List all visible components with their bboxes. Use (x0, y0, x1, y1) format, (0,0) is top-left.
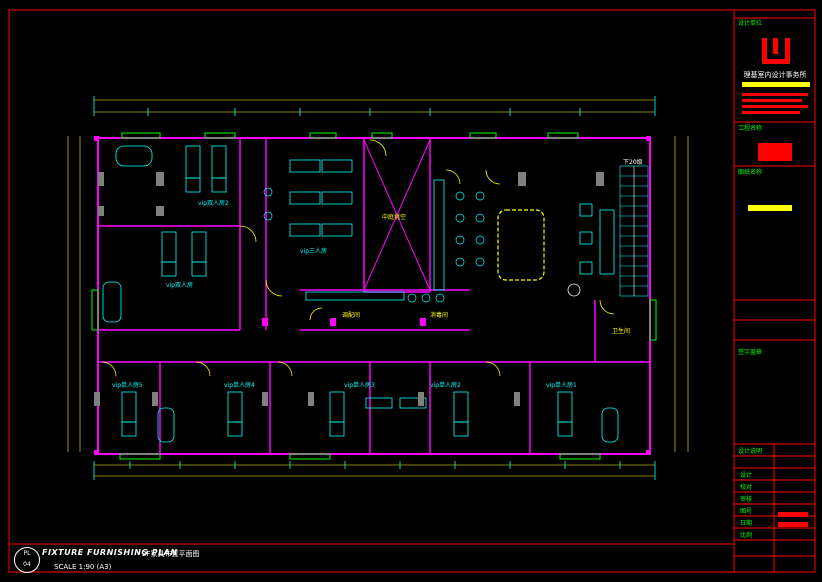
row-label-scale: 比例 (740, 532, 753, 539)
row-label-check: 校对 (740, 484, 753, 491)
row-label-drawing-no: 图号 (740, 508, 753, 515)
room-label-store-1: 调配间 (342, 312, 361, 319)
dimension-lines (67, 99, 689, 477)
windows (91, 132, 657, 460)
wall-columns (94, 136, 651, 455)
drawing-name-block (748, 205, 792, 211)
section-design-label: 设计单位 (738, 20, 763, 27)
room-label-vip-double-2: vip双人房2 (198, 200, 229, 207)
room-label-single-5: vip单人房5 (112, 382, 143, 389)
room-label-single-2: vip单人房2 (430, 382, 461, 389)
firm-info-bar (742, 82, 810, 87)
drawing-no-block (778, 512, 808, 517)
furniture (102, 145, 619, 443)
atrium-void (363, 139, 431, 291)
drawing-title-en: FIXTURE FURNISHING PLAN (42, 548, 178, 557)
stair (619, 165, 649, 297)
room-label-vip-triple: vip三人房 (300, 248, 328, 255)
scale-block (778, 522, 808, 527)
cabinets (94, 172, 604, 406)
sheet-number-badge: PL 04 (14, 547, 40, 573)
row-label-design: 设计 (740, 472, 753, 479)
room-label-store-2: 消毒间 (430, 312, 449, 319)
section-sign-label: 签字盖章 (738, 349, 763, 356)
room-label-toilet: 卫生间 (612, 328, 631, 335)
project-name-block (758, 143, 792, 161)
reception-chair (567, 283, 581, 297)
drawing-scale: SCALE 1:90 (A3) (54, 563, 112, 571)
title-block-grid (734, 17, 815, 572)
row-label-review: 审核 (740, 496, 753, 503)
exterior-walls (97, 137, 651, 455)
room-label-vip-double: vip双人房 (166, 282, 194, 289)
drawing-title-cn: 2F家具布置平面图 (142, 550, 200, 558)
section-project-label: 工程名称 (738, 125, 763, 132)
firm-info-line-1 (742, 93, 808, 96)
firm-info-line-4 (742, 111, 800, 114)
firm-info-line-3 (742, 105, 808, 108)
room-label-single-4: vip单人房4 (224, 382, 255, 389)
firm-info-line-2 (742, 99, 802, 102)
dimension-ticks (93, 96, 656, 480)
sheet-prefix: PL (23, 550, 31, 557)
reception-desk (497, 209, 545, 281)
firm-logo (762, 38, 790, 64)
row-label-date: 日期 (740, 520, 753, 527)
room-label-atrium: 中庭挑空 (382, 214, 407, 221)
interior-walls (98, 138, 650, 454)
outer-frame (8, 9, 816, 573)
room-label-single-3: vip单人房3 (344, 382, 375, 389)
room-label-stair: 下20级 (623, 159, 643, 166)
section-drawing-label: 图纸名称 (738, 169, 763, 176)
sheet-number: 04 (23, 561, 31, 568)
section-info-label: 设计说明 (738, 448, 763, 455)
firm-name: 理基室内设计事务所 (743, 71, 807, 79)
doors (101, 139, 615, 377)
room-label-single-1: vip单人房1 (546, 382, 577, 389)
chairs (263, 187, 485, 303)
